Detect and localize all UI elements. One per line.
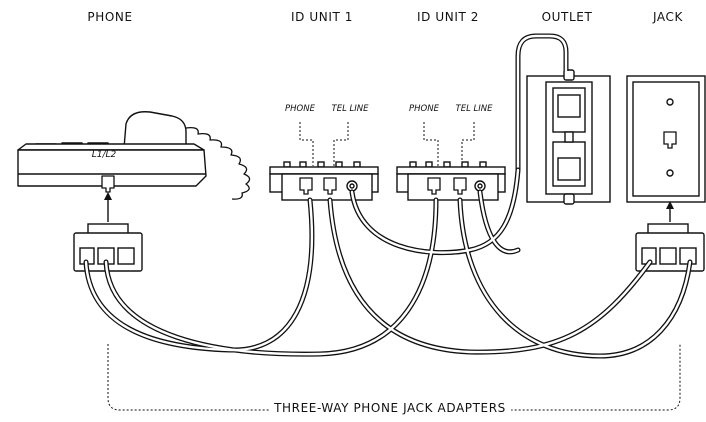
coiled-cord — [185, 126, 251, 200]
cables — [83, 167, 693, 359]
header-id-unit-2: ID UNIT 2 — [416, 10, 480, 24]
header-jack: JACK — [653, 10, 683, 24]
phone-line-label: L1/L2 — [91, 150, 117, 160]
left-three-way-adapter — [73, 223, 143, 272]
handset — [123, 111, 187, 151]
unit2-tel-line-port-label: TEL LINE — [455, 104, 493, 114]
header-id-unit-1: ID UNIT 1 — [290, 10, 354, 24]
outlet — [526, 69, 611, 205]
unit1-phone-port-label: PHONE — [285, 104, 315, 114]
header-phone: PHONE — [87, 10, 133, 24]
unit2-phone-port-label: PHONE — [409, 104, 439, 114]
id-unit-1 — [269, 161, 379, 201]
unit1-tel-line-port-label: TEL LINE — [331, 104, 369, 114]
telephone — [17, 111, 251, 200]
caption: THREE-WAY PHONE JACK ADAPTERS — [269, 401, 511, 415]
header-outlet: OUTLET — [541, 10, 593, 24]
id-unit-2 — [396, 161, 506, 201]
